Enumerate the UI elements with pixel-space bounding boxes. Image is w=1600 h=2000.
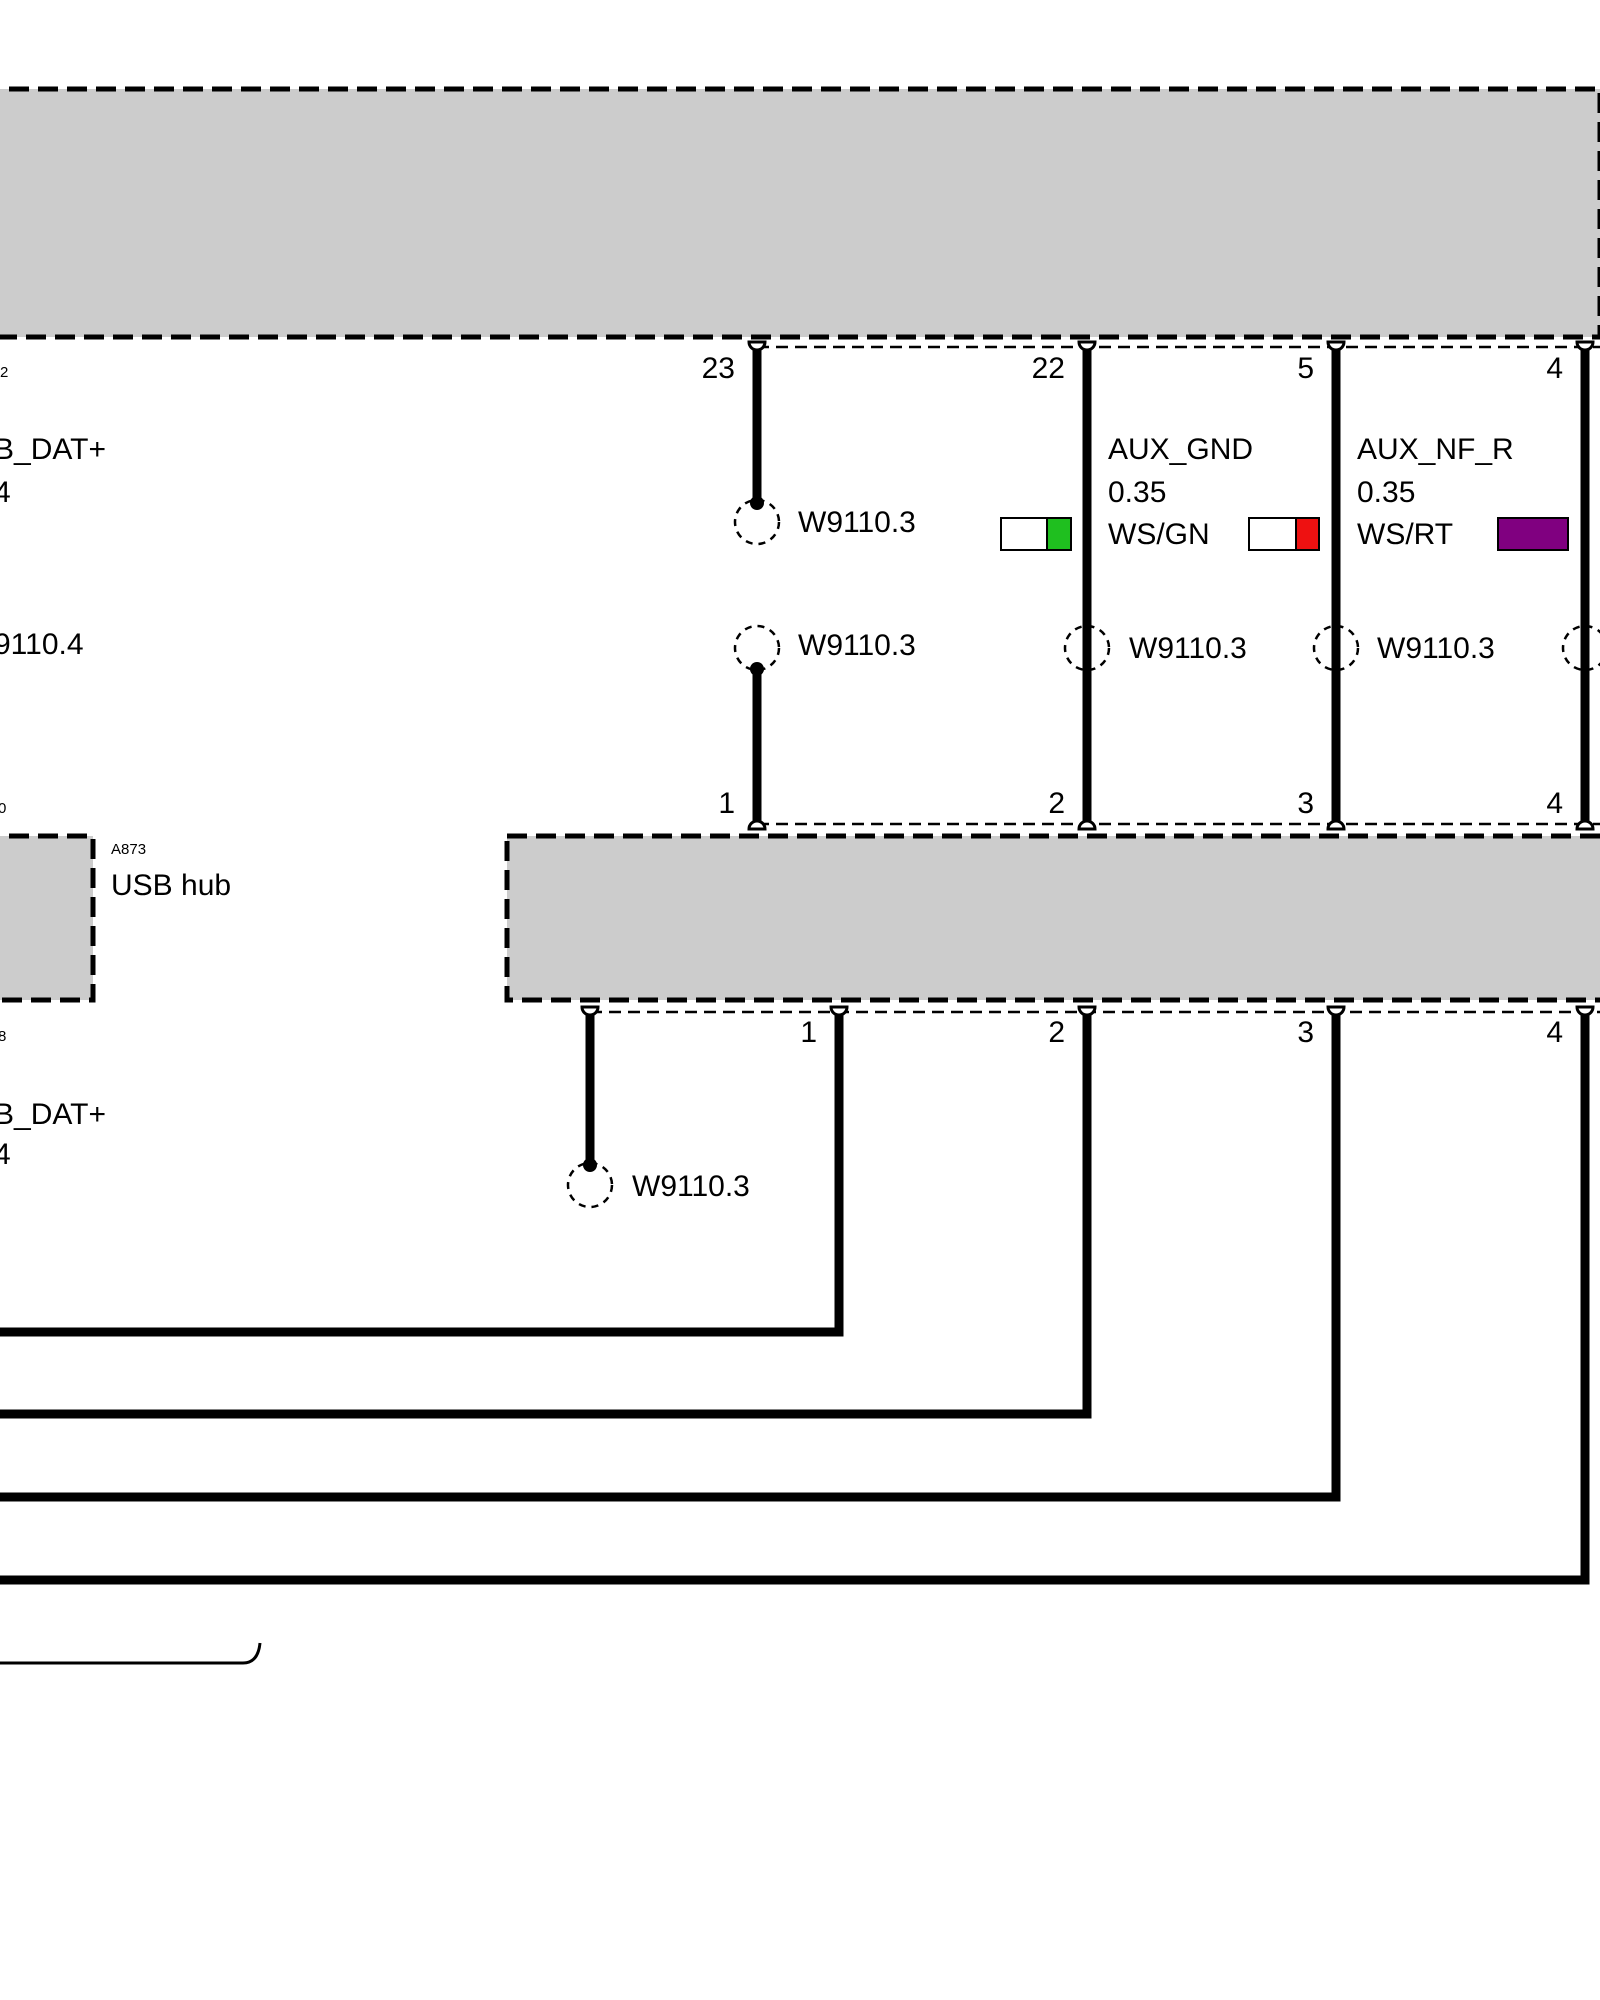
color-swatch-ws-gn bbox=[1000, 517, 1072, 551]
bracket-line bbox=[0, 1642, 262, 1665]
splice-label: W9110.3 bbox=[632, 1170, 750, 1203]
splice-point-p23-bottom bbox=[733, 624, 781, 676]
lower-top-pin-label: 4 bbox=[1546, 787, 1563, 820]
lower-bottom-pin-label: 1 bbox=[800, 1016, 817, 1049]
upper-pin-label: 22 bbox=[1032, 352, 1065, 385]
upper-pin-label: 5 bbox=[1297, 352, 1314, 385]
lower-control-unit-box bbox=[504, 833, 1600, 1003]
splice-point-p22 bbox=[1063, 620, 1111, 676]
upper-pin-terminals bbox=[747, 340, 1595, 352]
splice-label: W9110.3 bbox=[1129, 632, 1247, 665]
left-pin-label: 0 bbox=[0, 800, 6, 817]
wire-size-label: 0.35 bbox=[1357, 476, 1415, 509]
wire-lower-pin2 bbox=[0, 1013, 1092, 1419]
splice-point-p5 bbox=[1312, 620, 1360, 676]
upper-control-unit-box bbox=[0, 86, 1600, 340]
wire-size-label: 0.35 bbox=[1108, 476, 1166, 509]
lower-bottom-pin-terminals bbox=[580, 1005, 1595, 1017]
splice-label: W9110.3 bbox=[798, 506, 916, 539]
left-splice-label: 9110.4 bbox=[0, 628, 84, 661]
wire-color-code-label: WS/RT bbox=[1357, 518, 1453, 551]
splice-point-p4 bbox=[1561, 620, 1600, 676]
upper-pin-label: 4 bbox=[1546, 352, 1563, 385]
usb-hub-code: A873 bbox=[111, 841, 146, 858]
wire-lower-pin4 bbox=[0, 1013, 1590, 1585]
wire-signal-label: AUX_NF_R bbox=[1357, 433, 1514, 466]
left-signal-label: B_DAT+ bbox=[0, 1098, 106, 1131]
color-swatch-ws-rt bbox=[1248, 517, 1320, 551]
splice-point-p23-top bbox=[733, 496, 781, 546]
color-swatch-purple bbox=[1497, 517, 1569, 551]
wire-color-code-label: WS/GN bbox=[1108, 518, 1210, 551]
lower-top-pin-label: 2 bbox=[1048, 787, 1065, 820]
wire-lower-pin1 bbox=[0, 1013, 844, 1337]
left-size-label: 4 bbox=[0, 1138, 11, 1171]
lower-top-pin-label: 1 bbox=[718, 787, 735, 820]
lower-bottom-pin-label: 2 bbox=[1048, 1016, 1065, 1049]
left-pin-label: 8 bbox=[0, 1028, 6, 1045]
left-size-label: 4 bbox=[0, 476, 11, 509]
left-pin-label: 2 bbox=[0, 364, 8, 381]
upper-pin-label: 23 bbox=[702, 352, 735, 385]
wire-signal-label: AUX_GND bbox=[1108, 433, 1253, 466]
splice-point-lower-left bbox=[566, 1158, 614, 1209]
wire-lower-pin3 bbox=[0, 1013, 1341, 1502]
lower-top-pin-terminals bbox=[747, 819, 1595, 831]
splice-label: W9110.3 bbox=[798, 629, 916, 662]
usb-hub-name: USB hub bbox=[111, 869, 231, 902]
usb-hub-box bbox=[0, 833, 96, 1003]
lower-top-pin-label: 3 bbox=[1297, 787, 1314, 820]
left-signal-label: B_DAT+ bbox=[0, 433, 106, 466]
lower-bottom-pin-label: 4 bbox=[1546, 1016, 1563, 1049]
lower-bottom-pin-label: 3 bbox=[1297, 1016, 1314, 1049]
splice-label: W9110.3 bbox=[1377, 632, 1495, 665]
